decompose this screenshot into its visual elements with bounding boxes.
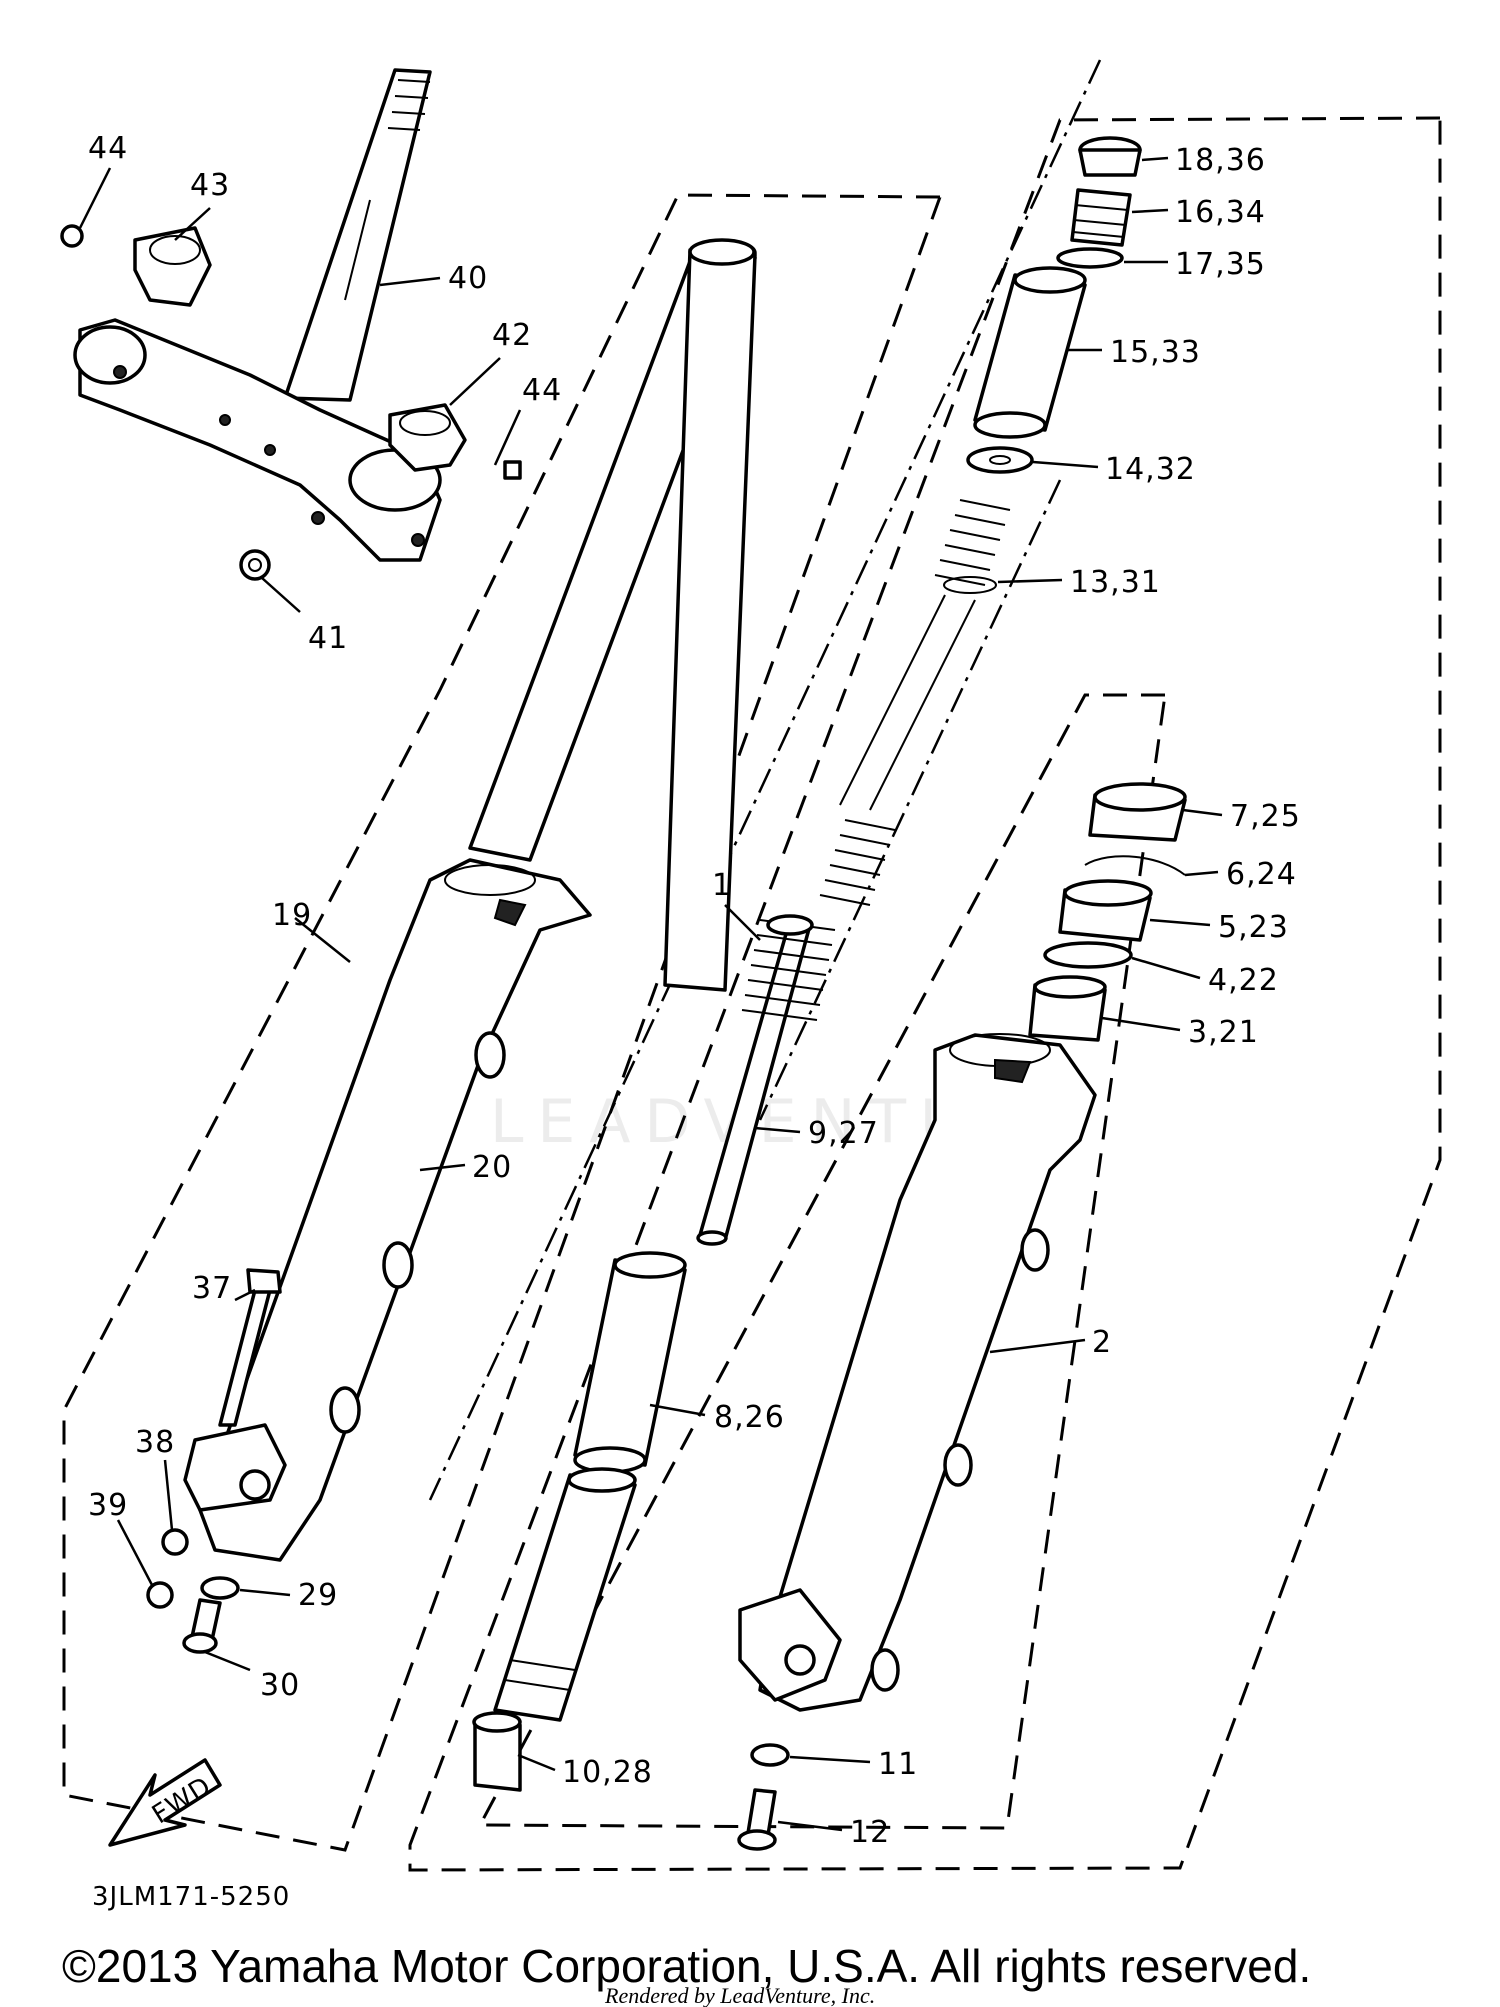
diagram-code: 3JLM171-5250 bbox=[92, 1882, 290, 1912]
label-13-31: 13,31 bbox=[1070, 565, 1161, 600]
outline-right-group bbox=[408, 116, 1442, 1872]
label-6-24: 6,24 bbox=[1226, 857, 1297, 892]
label-39: 39 bbox=[88, 1488, 128, 1523]
label-2: 2 bbox=[1092, 1325, 1112, 1360]
label-44-top: 44 bbox=[88, 131, 128, 166]
centerline-1 bbox=[428, 59, 1102, 1501]
label-40: 40 bbox=[448, 261, 488, 296]
label-42: 42 bbox=[492, 318, 532, 353]
centerline-2 bbox=[758, 479, 1062, 1121]
label-29: 29 bbox=[298, 1578, 338, 1613]
label-10-28: 10,28 bbox=[562, 1755, 653, 1790]
label-18-36: 18,36 bbox=[1175, 143, 1266, 178]
outline-inner-group bbox=[477, 693, 1167, 1830]
label-14-32: 14,32 bbox=[1105, 452, 1196, 487]
label-9-27: 9,27 bbox=[808, 1116, 879, 1151]
label-15-33: 15,33 bbox=[1110, 335, 1201, 370]
label-11: 11 bbox=[878, 1747, 918, 1782]
label-5-23: 5,23 bbox=[1218, 910, 1289, 945]
label-1: 1 bbox=[712, 868, 732, 903]
label-38: 38 bbox=[135, 1425, 175, 1460]
label-16-34: 16,34 bbox=[1175, 195, 1266, 230]
rendered-by-text: Rendered by LeadVenture, Inc. bbox=[604, 1983, 875, 2007]
label-19: 19 bbox=[272, 898, 312, 933]
label-30: 30 bbox=[260, 1668, 300, 1703]
right-fork-outer-tube bbox=[737, 782, 1187, 1851]
label-3-21: 3,21 bbox=[1188, 1015, 1259, 1050]
label-44-right: 44 bbox=[522, 373, 562, 408]
label-12: 12 bbox=[850, 1815, 890, 1850]
label-37: 37 bbox=[192, 1271, 232, 1306]
label-8-26: 8,26 bbox=[714, 1400, 785, 1435]
copyright-text: ©2013 Yamaha Motor Corporation, U.S.A. A… bbox=[62, 1940, 1311, 1992]
leader-lines bbox=[78, 156, 1223, 1832]
right-top-stack bbox=[966, 136, 1142, 474]
part-labels: 44 43 40 42 44 41 19 20 37 38 39 29 30 1… bbox=[88, 131, 1301, 1850]
label-41: 41 bbox=[308, 621, 348, 656]
fwd-arrow: FWD bbox=[108, 1758, 222, 1847]
label-17-35: 17,35 bbox=[1175, 247, 1266, 282]
label-43: 43 bbox=[190, 168, 230, 203]
outline-left-tube-group bbox=[62, 193, 942, 1852]
damper-inner-parts bbox=[472, 238, 1011, 1792]
steering-stem-assembly bbox=[60, 68, 522, 581]
label-4-22: 4,22 bbox=[1208, 963, 1279, 998]
label-7-25: 7,25 bbox=[1230, 799, 1301, 834]
label-20: 20 bbox=[472, 1150, 512, 1185]
